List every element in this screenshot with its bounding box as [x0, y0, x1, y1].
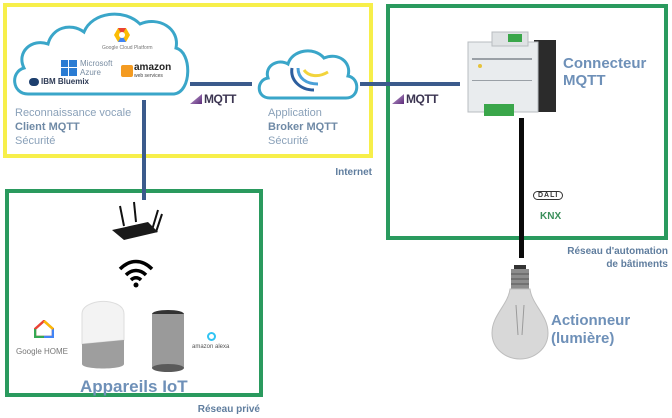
knx-logo: KNX: [540, 211, 562, 222]
broker-line3: Sécurité: [268, 135, 309, 147]
building-automation-zone: [386, 4, 668, 240]
cloud-to-router-link: [142, 100, 146, 200]
connector-label: Connecteur MQTT: [563, 55, 646, 89]
automation-zone-label: Réseau d'automation de bâtiments: [520, 245, 668, 271]
cloud-services-line2: Client MQTT: [15, 121, 80, 133]
alexa-logo-icon: [207, 332, 216, 341]
cloud-services-description: Reconnaissance vocale Client MQTT Sécuri…: [15, 106, 131, 148]
google-home-logo-icon: [34, 320, 54, 338]
broker-line1: Application: [268, 107, 322, 119]
wifi-icon: [118, 259, 154, 288]
azure-label-line2: Azure: [80, 68, 101, 77]
mqtt-connector-device-icon: [467, 31, 556, 116]
amazon-label: amazon web services: [134, 62, 172, 80]
mqtt-logo-icon: [190, 94, 202, 104]
google-home-label: Google HOME: [16, 347, 69, 356]
automation-zone-label-line1: Réseau d'automation: [567, 246, 668, 257]
broker-line2: Broker MQTT: [268, 121, 338, 133]
cloud-services-line3: Sécurité: [15, 135, 56, 147]
private-zone-label: Réseau privé: [197, 404, 260, 415]
actuator-label-line2: (lumière): [551, 330, 615, 347]
amazon-label-line2: web services: [134, 73, 163, 79]
azure-label: Microsoft Azure: [80, 59, 112, 77]
cloud-to-broker-link: [190, 82, 252, 86]
router-icon: [112, 201, 163, 240]
private-network-zone: [5, 189, 263, 397]
microsoft-windows-icon: [61, 60, 77, 76]
mqtt-badge-left: MQTT: [190, 92, 237, 106]
google-home-device-icon: [81, 301, 125, 369]
alexa-label: amazon alexa: [192, 344, 230, 350]
amazon-echo-device-icon: [152, 310, 184, 372]
dali-logo: DALI: [533, 191, 564, 200]
automation-zone-label-line2: de bâtiments: [606, 259, 668, 270]
connector-to-actuator-link: [519, 118, 524, 258]
broker-to-connector-link: [360, 82, 460, 86]
iot-devices-title: Appareils IoT: [80, 377, 188, 396]
actuator-label: Actionneur (lumière): [551, 312, 630, 348]
broker-cloud-icon: [257, 49, 359, 100]
internet-zone-label: Internet: [335, 167, 372, 178]
cloud-services-icon: [13, 12, 190, 96]
broker-description: Application Broker MQTT Sécurité: [268, 106, 338, 148]
light-bulb-icon: [491, 265, 549, 360]
bluemix-label: IBM Bluemix: [41, 77, 90, 86]
mqtt-badge-right: MQTT: [392, 92, 439, 106]
mqtt-logo-icon: [392, 94, 404, 104]
google-cloud-platform-icon: [114, 28, 130, 42]
mqtt-left-label: MQTT: [204, 92, 237, 106]
internet-zone: [3, 3, 373, 158]
connector-label-line2: MQTT: [563, 72, 606, 89]
gcp-label: Google Cloud Platform: [102, 45, 153, 51]
actuator-label-line1: Actionneur: [551, 312, 631, 329]
cloud-services-line1: Reconnaissance vocale: [15, 107, 132, 119]
mqtt-right-label: MQTT: [406, 92, 439, 106]
connector-label-line1: Connecteur: [563, 55, 647, 72]
azure-label-line1: Microsoft: [80, 59, 113, 68]
aws-icon: [121, 65, 133, 77]
ibm-bluemix-icon: [29, 78, 39, 86]
amazon-label-line1: amazon: [134, 62, 172, 73]
